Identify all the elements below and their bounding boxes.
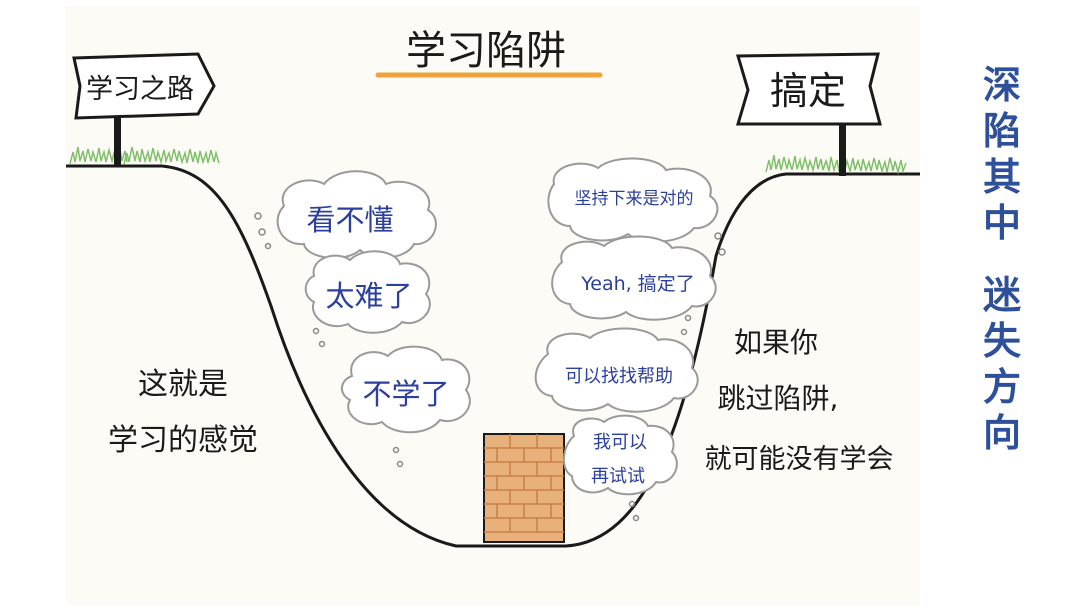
side-caption: 深 陷 其 中 迷 失 方 向 [972,62,1032,456]
right-text-line-1: 如果你 [734,326,818,359]
side-gap [972,246,1032,272]
left-text-line-2: 学习的感觉 [108,423,258,458]
cloud-right-2: Yeah, 搞定了 [551,235,717,321]
side-char: 向 [982,411,1021,455]
valley-curve [66,164,920,548]
side-char: 陷 [982,109,1021,153]
side-char: 中 [982,201,1021,245]
end-sign-label: 搞定 [770,69,846,113]
right-text-line-3: 就可能没有学会 [705,444,894,475]
start-sign-post [114,106,121,166]
pebbles [254,212,726,522]
cloud-right-1: 坚持下来是对的 [547,157,719,243]
cloud-left-2: 太难了 [304,250,431,334]
cloud-right-3: 可以找找帮助 [534,327,699,413]
brick-wall [483,433,565,543]
diagram-title: 学习陷阱 [406,28,566,74]
start-sign-label: 学习之路 [86,74,194,105]
side-char: 其 [982,155,1021,199]
cloud-left-1: 看不懂 [276,170,437,259]
learning-pit-drawing: 学习之路 搞定 学习陷阱 看不懂 太难了 不学了 [66,6,920,606]
left-text-line-1: 这就是 [138,367,228,402]
svg-text:Yeah, 搞定了: Yeah, 搞定了 [580,273,695,295]
grass-left [69,146,220,165]
side-char: 深 [982,63,1021,107]
start-sign-board [72,52,216,120]
svg-text:不学了: 不学了 [362,377,449,411]
svg-text:坚持下来是对的: 坚持下来是对的 [575,189,694,209]
side-char: 迷 [982,273,1021,317]
cloud-right-4: 我可以 再试试 [563,414,678,496]
pit-illustration: 学习之路 搞定 学习陷阱 看不懂 太难了 不学了 [66,28,920,548]
grass-right [765,154,907,175]
side-char: 方 [982,365,1021,409]
svg-text:再试试: 再试试 [591,466,645,487]
end-sign-board [735,52,882,126]
svg-text:看不懂: 看不懂 [306,203,393,237]
svg-text:我可以: 我可以 [593,432,647,453]
svg-text:太难了: 太难了 [325,279,412,313]
cloud-left-3: 不学了 [341,345,471,434]
svg-text:可以找找帮助: 可以找找帮助 [565,366,673,387]
end-sign-post [839,118,846,176]
side-char: 失 [982,319,1021,363]
right-text-line-2: 跳过陷阱, [718,382,839,415]
